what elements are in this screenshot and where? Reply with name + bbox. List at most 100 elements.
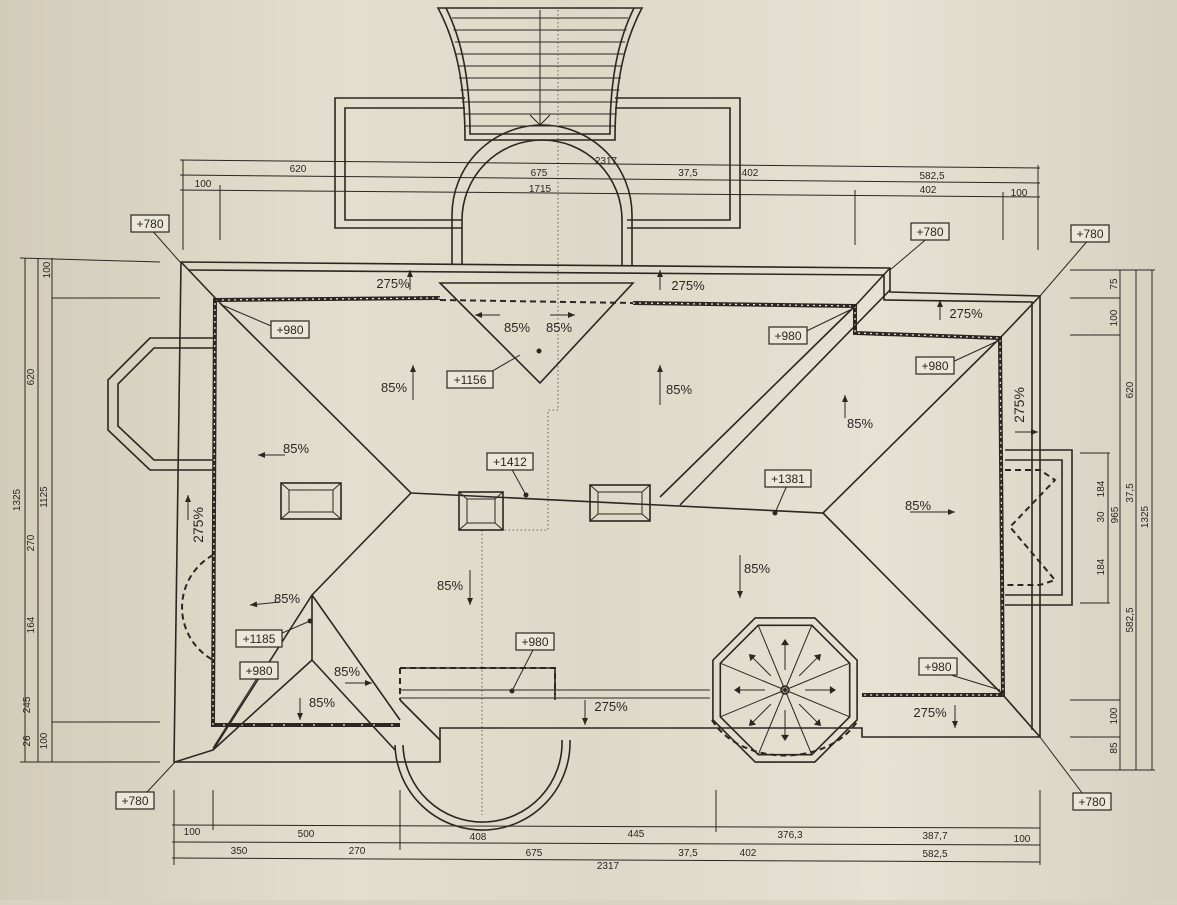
dimension-label: 582,5 — [919, 171, 944, 182]
slope-label: 85% — [905, 498, 931, 513]
slope-label: 275% — [949, 306, 983, 321]
elevation-mark — [270, 320, 310, 339]
elevation-value: +980 — [245, 664, 272, 678]
terrace-outline — [334, 97, 741, 265]
slope-label: 85% — [744, 561, 770, 576]
slope-label: 85% — [546, 320, 572, 335]
elevation-mark — [235, 629, 283, 648]
elevation-value: +780 — [1076, 227, 1103, 241]
dimension-label: 965 — [1110, 506, 1121, 523]
elevation-value: +980 — [774, 329, 801, 343]
elevation-value: +980 — [924, 660, 951, 674]
slope-arrow — [752, 703, 772, 723]
left-bay — [107, 337, 214, 661]
entrance-stairs — [436, 7, 644, 141]
dimension-label: 500 — [298, 829, 315, 840]
slope-label: 275% — [671, 278, 705, 293]
dimension-label: 582,5 — [1125, 607, 1136, 632]
elevation-mark — [918, 657, 958, 676]
elevation-value: +980 — [521, 635, 548, 649]
elevation-mark — [764, 469, 812, 488]
dimension-label: 270 — [26, 534, 37, 551]
dimension-label: 675 — [526, 848, 543, 859]
dimension-label: 2317 — [597, 861, 620, 872]
elevation-mark — [1070, 224, 1110, 243]
dimension-label: 408 — [470, 832, 487, 843]
dimension-label: 184 — [1096, 480, 1107, 497]
elevation-mark — [115, 791, 155, 810]
dimension-label: 270 — [349, 846, 366, 857]
dimension-label: 402 — [740, 848, 757, 859]
dimension-label: 75 — [1109, 278, 1120, 290]
slope-arrow — [752, 657, 772, 677]
dimension-label: 1125 — [39, 486, 50, 508]
dimension-label: 402 — [920, 185, 937, 196]
slope-label: 85% — [847, 416, 873, 431]
dimension-label: 620 — [1125, 381, 1136, 398]
slope-label: 275% — [913, 705, 947, 720]
slope-label: 85% — [666, 382, 692, 397]
chimney — [280, 482, 342, 520]
elevation-value: +1381 — [771, 472, 805, 486]
dimension-label: 1325 — [1140, 505, 1151, 528]
dimension-label: 100 — [42, 261, 53, 278]
elevation-value: +780 — [1078, 795, 1105, 809]
slope-label: 85% — [274, 591, 300, 606]
exterior-walls — [210, 296, 1006, 727]
slope-label: 275% — [1011, 387, 1027, 423]
dimension-label: 37,5 — [678, 848, 698, 859]
roof-eaves — [173, 261, 1041, 763]
dimension-label: 26 — [22, 735, 33, 747]
slope-arrows — [185, 270, 1038, 728]
dimension-label: 2317 — [595, 156, 618, 167]
right-bay — [1005, 449, 1073, 606]
dimension-label: 37,5 — [1125, 483, 1136, 503]
dimension-label: 100 — [195, 179, 212, 190]
dimension-label: 445 — [628, 829, 645, 840]
gazebo-roof — [711, 617, 859, 763]
slope-label: 275% — [594, 699, 628, 714]
slope-label: 85% — [334, 664, 360, 679]
dimension-label: 100 — [1011, 188, 1028, 199]
dimension-label: 387,7 — [922, 831, 947, 842]
slope-arrow — [798, 657, 818, 677]
elevation-value: +1185 — [243, 632, 276, 646]
elevation-mark — [486, 452, 534, 471]
dimension-label: 350 — [231, 846, 248, 857]
slope-label: 275% — [190, 507, 206, 543]
elevation-value: +780 — [916, 225, 943, 239]
elevation-mark — [768, 326, 808, 345]
elevation-value: +980 — [921, 359, 948, 373]
elevation-mark — [130, 214, 170, 233]
slope-label: 275% — [376, 276, 410, 291]
dimension-label: 100 — [39, 732, 50, 749]
dimension-label: 1325 — [12, 488, 23, 511]
dimension-label: 164 — [26, 616, 37, 633]
elevation-mark — [515, 632, 555, 651]
slope-arrow — [798, 703, 818, 723]
chimney — [458, 491, 504, 531]
dimension-label: 376,3 — [777, 830, 802, 841]
fold-line — [481, 10, 559, 815]
dimension-label: 675 — [531, 168, 548, 179]
elevation-value: +780 — [136, 217, 163, 231]
dimension-lines — [19, 159, 1155, 865]
elevation-mark — [446, 370, 494, 389]
dimension-label: 184 — [1096, 558, 1107, 575]
chimney — [589, 484, 651, 522]
elevation-value: +1412 — [493, 455, 527, 469]
rear-bay-arc — [394, 739, 571, 831]
slope-label: 85% — [504, 320, 530, 335]
slope-label: 85% — [283, 441, 309, 456]
dimension-label: 37,5 — [678, 168, 698, 179]
dimension-label: 582,5 — [922, 849, 947, 860]
labels: 275% 275% 85% 85% 85% 85% 275% 85% 275% 85% 85% 275… — [12, 156, 1151, 872]
roof-ridges — [174, 261, 1041, 763]
dimension-label: 100 — [184, 827, 201, 838]
dimension-label: 1715 — [529, 184, 552, 195]
slope-label: 85% — [381, 380, 407, 395]
elevation-mark — [1072, 792, 1112, 811]
chimneys — [280, 348, 778, 694]
